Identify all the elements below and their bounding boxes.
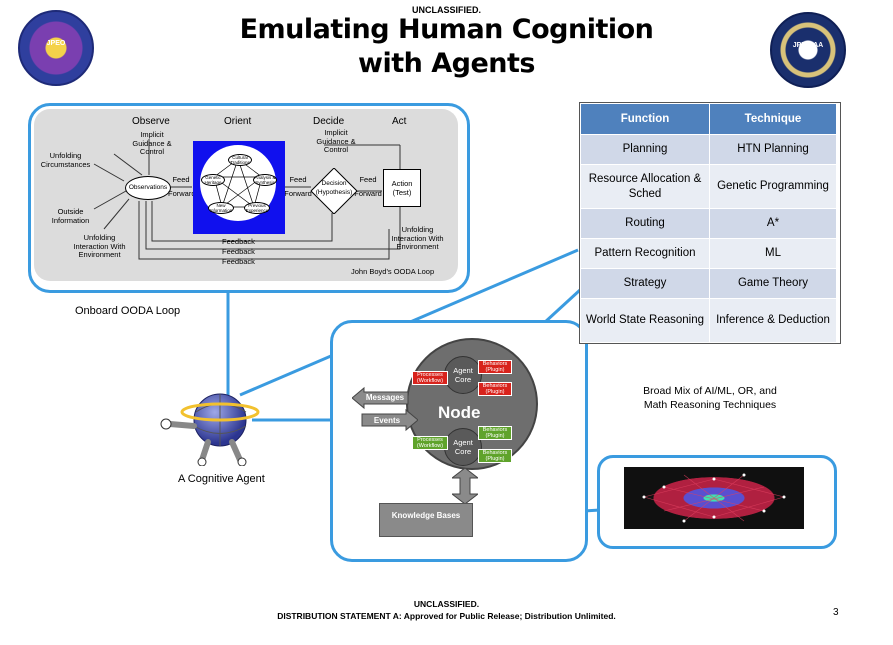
onboard-ooda-label: Onboard OODA Loop [75,305,181,317]
orient-item-new-info: New Information [208,202,234,214]
technique-cell: Genetic Programming [709,164,837,209]
agent-core-bottom: Agent Core [444,428,482,466]
footer-classification: UNCLASSIFIED. DISTRIBUTION STATEMENT A: … [0,598,893,622]
feedback-label-1: Feedback [222,237,255,246]
technique-cell: Inference & Deduction [709,298,837,343]
feed-label: Feed [289,175,307,184]
messages-label: Messages [365,393,405,402]
broad-mix-caption: Broad Mix of AI/ML, OR, and Math Reasoni… [620,384,800,412]
knowledge-double-arrow [452,468,478,504]
events-label: Events [373,416,401,425]
node-title: Node [438,403,481,422]
orient-item-analysis: Analysis & Synthesis [253,174,277,186]
left-seal-text: JPEO [46,40,66,47]
feedback-label-3: Feedback [222,257,255,266]
header-function: Function [580,103,710,135]
function-cell: Routing [580,208,710,239]
feed-label: Feed [359,175,377,184]
agent-core-label: Agent Core [453,366,473,384]
phase-observe: Observe [132,116,170,127]
classification-top: UNCLASSIFIED. [411,5,481,15]
action-box: Action (Test) [383,169,421,207]
ooda-connector-lines [93,139,401,260]
agent-core-top: Agent Core [444,356,482,394]
ooda-caption: John Boyd's OODA Loop [351,267,435,276]
forward-label: Forward [354,188,382,198]
phase-decide: Decide [313,116,345,127]
slide-title: Emulating Human Cognition with Agents [150,13,743,81]
decision-label: Decision (Hypothesis) [315,180,353,196]
function-cell: Pattern Recognition [580,238,710,269]
table-row: Resource Allocation & Sched Genetic Prog… [580,164,837,209]
unfolding-interaction-right-label: Unfolding Interaction With Environment [391,225,444,251]
feed-forward-3: Feed Forward [353,175,383,198]
function-cell: Resource Allocation & Sched [580,164,710,209]
table-row: Routing A* [580,208,837,239]
function-cell: Strategy [580,268,710,299]
observations-node: Observations [125,176,171,200]
forward-label: Forward [284,188,312,198]
page-number: 3 [833,607,839,618]
behaviors-tag-red-2: Behaviors (Plugin) [478,382,512,396]
feed-label: Feed [172,175,190,184]
phase-act: Act [392,116,407,127]
header-technique: Technique [709,103,837,135]
unfolding-interaction-left-label: Unfolding Interaction With Environment [73,233,126,259]
orient-item-genetic: Genetic Heritage [201,174,225,186]
outside-information-label: Outside Information [51,207,90,225]
technique-cell: HTN Planning [709,134,837,165]
table-row: World State Reasoning Inference & Deduct… [580,298,837,343]
broad-mix-line-2: Math Reasoning Techniques [643,399,777,411]
right-seal-text: JPEO AA [792,42,824,49]
implicit-guidance-label: Implicit Guidance & Control [132,130,172,156]
table-row: Pattern Recognition ML [580,238,837,269]
agent-core-label: Agent Core [453,438,473,456]
function-technique-table: Function Technique Planning HTN Planning… [580,103,837,343]
decision-diamond [311,168,357,214]
knowledge-bases-label: Knowledge Bases [391,511,461,520]
jpeo-aa-seal-logo: JPEO AA [770,12,846,88]
unfolding-circumstances-label: Unfolding Circumstances [40,151,91,169]
forward-label: Forward [168,188,196,198]
knowledge-bases-box: Knowledge Bases [379,503,473,537]
feed-forward-2: Feed Forward [283,175,313,198]
feed-forward-1: Feed Forward [168,175,196,198]
jpeo-seal-logo: JPEO [18,10,94,86]
behaviors-tag-red-1: Behaviors (Plugin) [478,360,512,374]
function-cell: World State Reasoning [580,298,710,343]
cognitive-agent-globe-icon [160,393,260,466]
distribution-statement: DISTRIBUTION STATEMENT A: Approved for P… [277,611,616,621]
technique-cell: Game Theory [709,268,837,299]
action-label: Action (Test) [391,179,413,197]
behaviors-tag-green-2: Behaviors (Plugin) [478,449,512,463]
behaviors-tag-green-1: Behaviors (Plugin) [478,426,512,440]
title-line-2: with Agents [358,48,535,79]
feedback-label-2: Feedback [222,247,255,256]
table-border [579,102,841,344]
table-row: Planning HTN Planning [580,134,837,165]
network-graph-overlay [642,473,786,523]
implicit-guidance-label-2: Implicit Guidance & Control [316,128,356,154]
title-line-1: Emulating Human Cognition [239,14,654,45]
orient-item-cultural: Cultural Traditions [228,154,252,166]
classification-bottom: UNCLASSIFIED. [413,599,480,609]
technique-cell: ML [709,238,837,269]
processes-tag-red: Processes (Workflow) [412,371,448,385]
broad-mix-line-1: Broad Mix of AI/ML, OR, and [643,385,777,397]
table-header-row: Function Technique [580,103,837,135]
function-cell: Planning [580,134,710,165]
orient-item-experience: Previous Experience [244,202,270,214]
table-row: Strategy Game Theory [580,268,837,299]
processes-tag-green: Processes (Workflow) [412,436,448,450]
phase-orient: Orient [224,116,252,127]
technique-cell: A* [709,208,837,239]
cognitive-agent-label: A Cognitive Agent [178,473,265,485]
message-event-arrows [352,386,418,432]
